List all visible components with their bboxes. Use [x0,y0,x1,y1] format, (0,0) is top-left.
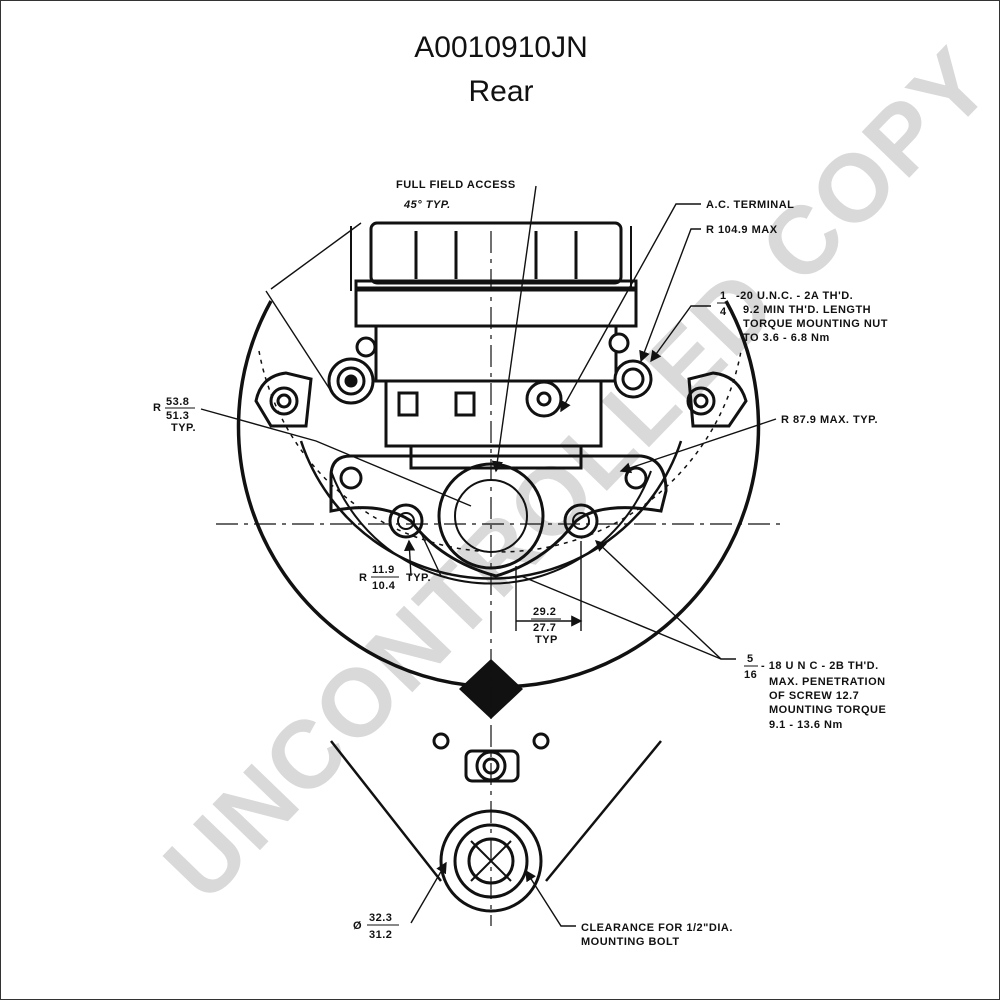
leader-lines [200,185,777,927]
view-subtitle: Rear [468,75,534,108]
stud-spec-line-4: TO 3.6 - 6.8 Nm [743,332,830,344]
clearance-line-2: MOUNTING BOLT [581,936,680,948]
r-left-den: 51.3 [166,410,189,422]
r-hole-den: 10.4 [372,580,396,592]
terminal-studs [327,332,653,418]
screw-spec-line-1: - 18 U N C - 2B TH'D. [761,660,879,672]
dim-typ: TYP [535,634,558,646]
stud-fraction-num: 1 [720,290,727,302]
center-lines [216,231,786,926]
stud-spec-line-1: -20 U.N.C. - 2A TH'D. [736,290,853,302]
angle-typ-label: 45° TYP. [403,199,451,211]
screw-fraction-den: 16 [744,669,757,681]
screw-spec-line-3: OF SCREW 12.7 [769,690,859,702]
screw-fraction-num: 5 [747,653,754,665]
screw-spec-line-4: MOUNTING TORQUE [769,704,886,716]
part-number-title: A0010910JN [414,31,588,64]
screw-spec-line-2: MAX. PENETRATION [769,676,886,688]
mounting-ears [254,371,748,428]
stud-fraction-den: 4 [720,306,727,318]
dia-num: 32.3 [369,912,392,924]
full-field-access-label: FULL FIELD ACCESS [396,179,516,191]
dia-prefix: Ø [353,920,362,932]
ac-terminal-label: A.C. TERMINAL [706,199,794,211]
r-hole-typ: TYP. [406,572,431,584]
dim-den: 27.7 [533,622,556,634]
dia-den: 31.2 [369,929,392,941]
dim-num: 29.2 [533,606,556,618]
r-hole-num: 11.9 [372,564,395,576]
clearance-line-1: CLEARANCE FOR 1/2"DIA. [581,922,733,934]
r-left-num: 53.8 [166,396,189,408]
r-right-label: R 87.9 MAX. TYP. [781,414,878,426]
r-max-label: R 104.9 MAX [706,224,778,236]
uncontrolled-copy-watermark: UNCONTROLLED COPY [144,28,1000,921]
stud-spec-line-3: TORQUE MOUNTING NUT [743,318,888,330]
r-left-prefix: R [153,402,161,414]
stud-spec-line-2: 9.2 MIN TH'D. LENGTH [743,304,871,316]
screw-spec-line-5: 9.1 - 13.6 Nm [769,719,843,731]
r-hole-prefix: R [359,572,367,584]
r-left-typ: TYP. [171,422,196,434]
